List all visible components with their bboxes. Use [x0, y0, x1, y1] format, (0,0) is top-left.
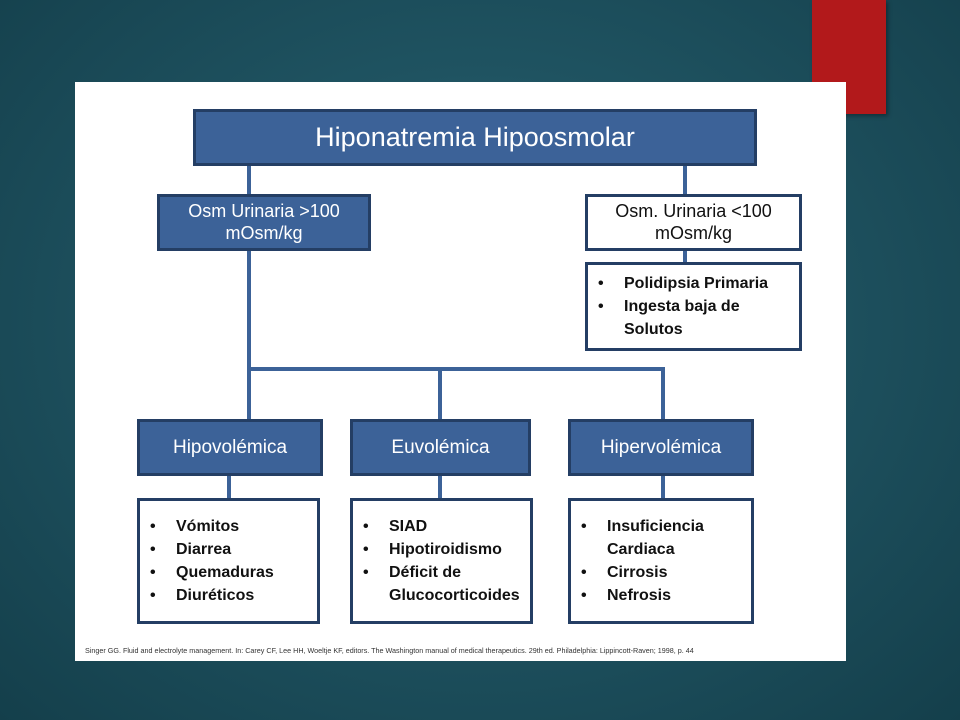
list-item: Polidipsia Primaria — [598, 272, 799, 295]
category-euvolemica: Euvolémica — [350, 419, 531, 476]
right-branch-box: Osm. Urinaria <100 mOsm/kg — [585, 194, 802, 251]
left-branch-box: Osm Urinaria >100 mOsm/kg — [157, 194, 371, 251]
hipervolemica-causes-list: Insuficiencia Cardiaca Cirrosis Nefrosis — [571, 515, 751, 607]
hipervolemica-causes-box: Insuficiencia Cardiaca Cirrosis Nefrosis — [568, 498, 754, 624]
category-label: Hipervolémica — [600, 436, 722, 458]
euvolemica-causes-box: SIAD Hipotiroidismo Déficit de Glucocort… — [350, 498, 533, 624]
hipovolemica-causes-box: Vómitos Diarrea Quemaduras Diuréticos — [137, 498, 320, 624]
list-item: Diuréticos — [150, 584, 317, 607]
list-item: Vómitos — [150, 515, 317, 538]
title-box: Hiponatremia Hipoosmolar — [193, 109, 757, 166]
list-item: Quemaduras — [150, 561, 317, 584]
left-branch-line1: Osm Urinaria >100 — [188, 200, 340, 221]
list-item: Nefrosis — [581, 584, 751, 607]
list-item: Diarrea — [150, 538, 317, 561]
list-item: SIAD — [363, 515, 530, 538]
list-item: Insuficiencia Cardiaca — [581, 515, 727, 561]
category-hipovolemica: Hipovolémica — [137, 419, 323, 476]
right-branch-line2: mOsm/kg — [654, 222, 732, 243]
right-branch-line1: Osm. Urinaria <100 — [615, 200, 772, 221]
right-causes-list: Polidipsia Primaria Ingesta baja de Solu… — [588, 272, 799, 341]
right-causes-box: Polidipsia Primaria Ingesta baja de Solu… — [585, 262, 802, 351]
euvolemica-causes-list: SIAD Hipotiroidismo Déficit de Glucocort… — [353, 515, 530, 607]
list-item: Hipotiroidismo — [363, 538, 530, 561]
connector-lines — [227, 164, 687, 500]
category-hipervolemica: Hipervolémica — [568, 419, 754, 476]
hipovolemica-causes-list: Vómitos Diarrea Quemaduras Diuréticos — [140, 515, 317, 607]
diagram-slide: Hiponatremia Hipoosmolar Osm Urinaria >1… — [75, 82, 846, 661]
list-item: Ingesta baja de Solutos — [598, 295, 774, 341]
list-item: Déficit de Glucocorticoides — [363, 561, 529, 607]
diagram-title: Hiponatremia Hipoosmolar — [315, 122, 635, 152]
citation: Singer GG. Fluid and electrolyte managem… — [85, 646, 694, 655]
category-label: Euvolémica — [391, 436, 490, 458]
left-branch-line2: mOsm/kg — [225, 222, 303, 243]
list-item: Cirrosis — [581, 561, 751, 584]
category-label: Hipovolémica — [172, 436, 288, 458]
